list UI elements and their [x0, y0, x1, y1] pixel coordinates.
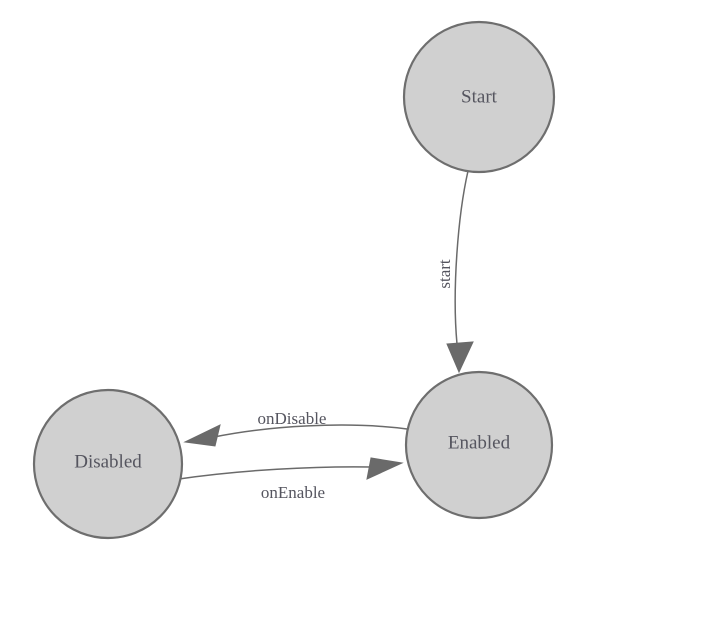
node-disabled-circle [32, 388, 184, 540]
node-disabled-label: Disabled [74, 451, 142, 472]
edge-enabled-to-disabled-arrowhead-icon [183, 424, 221, 447]
node-enabled[interactable]: Enabled [404, 370, 554, 520]
edge-label-ondisable: onDisable [258, 409, 327, 428]
node-start-circle [402, 20, 556, 174]
node-enabled-circle [404, 370, 554, 520]
node-start[interactable]: Start [402, 20, 556, 174]
edge-label-onenable: onEnable [261, 483, 325, 502]
edge-start-to-enabled-arrowhead-icon [446, 341, 474, 374]
edge-enabled-to-disabled-line [213, 424, 408, 438]
edge-label-start: start [435, 259, 454, 289]
node-disabled[interactable]: Disabled [32, 388, 184, 540]
edge-disabled-to-enabled-arrowhead-icon [366, 457, 404, 480]
edge-enabled-to-disabled[interactable]: onDisable [183, 409, 408, 447]
node-enabled-label: Enabled [448, 432, 511, 453]
edge-disabled-to-enabled[interactable]: onEnable [178, 457, 404, 502]
edge-start-to-enabled[interactable]: start [435, 170, 474, 374]
edge-disabled-to-enabled-line [178, 466, 373, 480]
edge-start-to-enabled-line [454, 170, 469, 345]
node-start-label: Start [461, 86, 498, 107]
